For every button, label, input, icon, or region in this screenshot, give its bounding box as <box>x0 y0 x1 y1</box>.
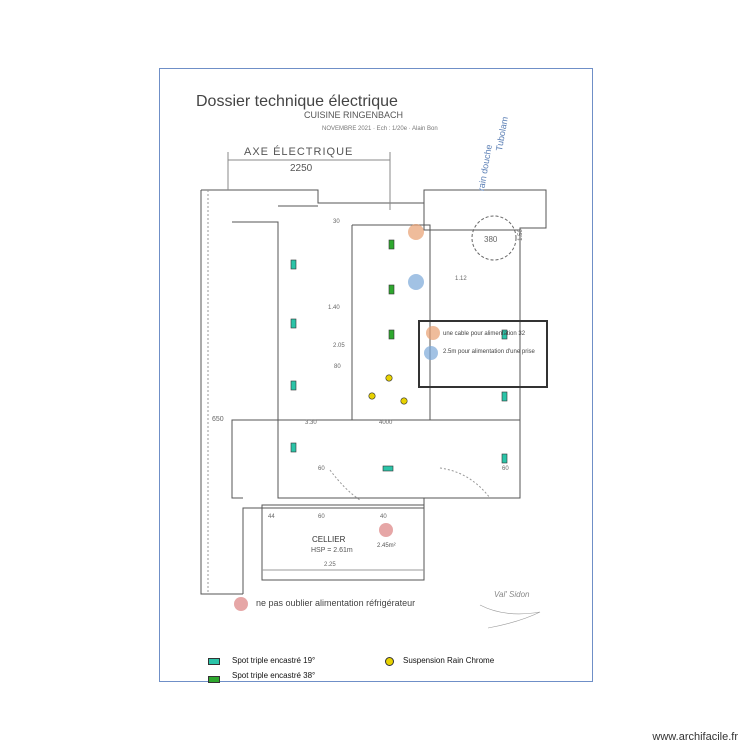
suspension <box>368 392 376 400</box>
drawing-meta: NOVEMBRE 2021 · Ech : 1/20e · Alain Bon <box>322 126 438 132</box>
spot-38 <box>388 284 395 295</box>
dim-label: 30 <box>333 219 340 225</box>
annotation-k-text: 2.5m pour alimentation d'une prise <box>443 349 535 355</box>
dim-label: 60 <box>502 466 509 472</box>
door-arc-2 <box>439 467 491 499</box>
legend-spot38-label: Spot triple encastré 38° <box>232 671 316 680</box>
inner-wall-left <box>231 221 279 499</box>
h-marker <box>408 224 424 240</box>
k-marker-legend <box>424 346 438 360</box>
room-height: HSP = 2.61m <box>311 547 353 554</box>
sink-circle <box>471 215 517 261</box>
dim-label: 1.50 <box>517 229 524 241</box>
suspensions <box>368 374 408 405</box>
kitchen-zone <box>277 419 521 499</box>
h-marker-legend <box>426 326 440 340</box>
spot-38 <box>388 329 395 340</box>
dim-label: 3.30 <box>305 420 317 426</box>
dim-label: 1.40 <box>328 305 340 311</box>
dim-label: 380 <box>484 235 498 244</box>
legend-spot38-swatch <box>208 676 220 683</box>
dim-label: 60 <box>318 466 325 472</box>
legend-suspension-label: Suspension Rain Chrome <box>403 656 495 665</box>
dim-label: 40 <box>380 514 387 520</box>
axis-dimension: 2250 <box>290 163 313 174</box>
fridge-note: ne pas oublier alimentation réfrigérateu… <box>256 598 416 608</box>
page-subtitle: CUISINE RINGENBACH <box>304 110 404 120</box>
spot-19 <box>290 259 297 270</box>
page-title: Dossier technique électrique <box>196 93 398 110</box>
outer-wall-left <box>200 190 243 595</box>
k-marker <box>408 274 424 290</box>
walls <box>200 152 547 595</box>
door-arc <box>329 469 361 501</box>
dim-label: 1.12 <box>455 276 467 282</box>
outer-wall <box>201 189 547 594</box>
spot-19 <box>290 318 297 329</box>
legend-spot19-label: Spot triple encastré 19° <box>232 656 316 665</box>
fridge-marker <box>379 523 393 537</box>
axis-label: AXE ÉLECTRIQUE <box>244 146 354 158</box>
annotation-h-text: une cable pour alimentation 32 <box>443 331 526 337</box>
dim-label: 650 <box>212 416 224 423</box>
spot-19 <box>290 442 297 453</box>
dim-label: 60 <box>318 514 325 520</box>
spots-38 <box>388 239 395 340</box>
annotation-box <box>418 320 548 388</box>
signature: Val' Sidon <box>494 590 530 599</box>
cellier-room <box>261 504 425 581</box>
dim-label: 80 <box>334 364 341 370</box>
dim-label: 4000 <box>379 420 393 426</box>
spot-19 <box>501 391 508 402</box>
spot-19 <box>290 380 297 391</box>
sketch-scribble <box>479 604 541 629</box>
suspension <box>385 374 393 382</box>
dim-label: 2.05 <box>333 343 345 349</box>
dim-label: 44 <box>268 514 275 520</box>
legend-suspension-dot <box>385 657 394 666</box>
suspension <box>400 397 408 405</box>
spots-19 <box>290 259 508 472</box>
legend-spot19-swatch <box>208 658 220 665</box>
watermark-footer: www.archifacile.fr <box>652 731 738 743</box>
fridge-note-marker <box>234 597 248 611</box>
spot-19 <box>501 329 508 340</box>
room-area: 2.45m² <box>377 543 396 549</box>
wall-right-inner <box>423 190 520 231</box>
spot-19 <box>382 465 394 472</box>
markers <box>234 224 440 611</box>
dim-label: 2.25 <box>324 562 336 568</box>
spot-38 <box>388 239 395 250</box>
spot-19 <box>501 453 508 464</box>
room-name: CELLIER <box>312 535 346 544</box>
